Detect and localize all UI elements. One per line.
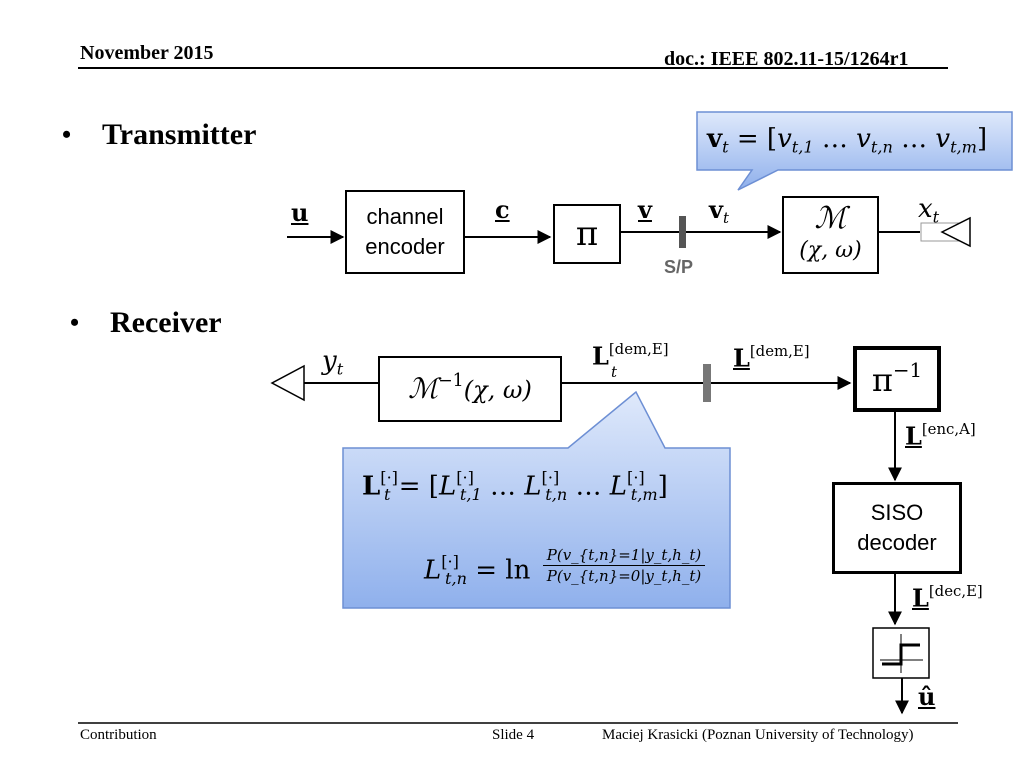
bullet-receiver: • Receiver (70, 306, 222, 340)
mapper-block: ℳ (χ, ω) (782, 196, 879, 274)
rx-L-dem-sub: t (611, 363, 618, 381)
tx-v-label: v (638, 195, 652, 224)
footer-author: Maciej Krasicki (Poznan University of Te… (602, 727, 914, 743)
bullet-dot: • (62, 120, 72, 149)
sp-bar (679, 216, 686, 248)
receiver-callout-line1: L[·]t = [L[·]t,1 … L[·]t,n … L[·]t,m] (362, 468, 668, 504)
llr-numerator: P(v_{t,n}=1|y_t,h_t) (543, 546, 705, 566)
llr-denominator: P(v_{t,n}=0|y_t,h_t) (546, 567, 702, 585)
tx-xt-label: xt (918, 194, 940, 227)
rx-yt-label: yt (322, 346, 344, 379)
rx-L-dem-label: L[dem,E] (592, 340, 669, 371)
header-date: November 2015 (80, 42, 214, 64)
ps-bar (703, 364, 711, 402)
sp-label: S/P (664, 257, 694, 277)
tx-code-label: c (495, 195, 510, 224)
tx-antenna-icon (940, 216, 971, 248)
rx-antenna-icon (270, 364, 305, 402)
mapper-symbol: ℳ (814, 201, 847, 236)
channel-encoder-block: channel encoder (345, 190, 465, 274)
rx-L-enc-label: L[enc,A] (905, 420, 976, 451)
siso-decoder-label-2: decoder (857, 530, 937, 555)
interleaver-block: π (553, 204, 621, 264)
channel-encoder-label-1: channel (366, 204, 444, 229)
header-doc: doc.: IEEE 802.11-15/1264r1 (664, 48, 909, 70)
footer-slide-number: Slide 4 (492, 727, 535, 743)
bullet-receiver-label: Receiver (110, 306, 222, 339)
footer-contribution: Contribution (80, 727, 157, 743)
rx-L-dec-label: L[dec,E] (912, 582, 983, 613)
siso-decoder-block: SISO decoder (832, 482, 962, 574)
rx-output-label: û (918, 682, 936, 711)
siso-decoder-label-1: SISO (870, 500, 924, 525)
header-rule (78, 67, 948, 69)
channel-encoder-label-2: encoder (365, 234, 445, 259)
demapper-block: ℳ−1(χ, ω) (378, 356, 562, 422)
transmitter-callout-text: vt = [vt,1 … vt,n … vt,m] (707, 124, 988, 157)
rx-L-dem2-label: L[dem,E] (733, 342, 810, 373)
deinterleaver-block: π−1 (853, 346, 941, 412)
receiver-callout-line2: L[·]t,n = ln (424, 552, 531, 588)
bullet-transmitter-label: Transmitter (102, 118, 257, 151)
tx-vt-label: vt (709, 195, 729, 228)
bullet-transmitter: • Transmitter (62, 118, 256, 152)
mapper-params: (χ, ω) (799, 238, 862, 263)
bullet-dot: • (70, 308, 80, 337)
hd-step-icon (882, 643, 920, 666)
tx-input-label: u (291, 198, 309, 227)
transmitter-callout-shape (696, 111, 1013, 191)
receiver-callout-shape (342, 390, 731, 609)
